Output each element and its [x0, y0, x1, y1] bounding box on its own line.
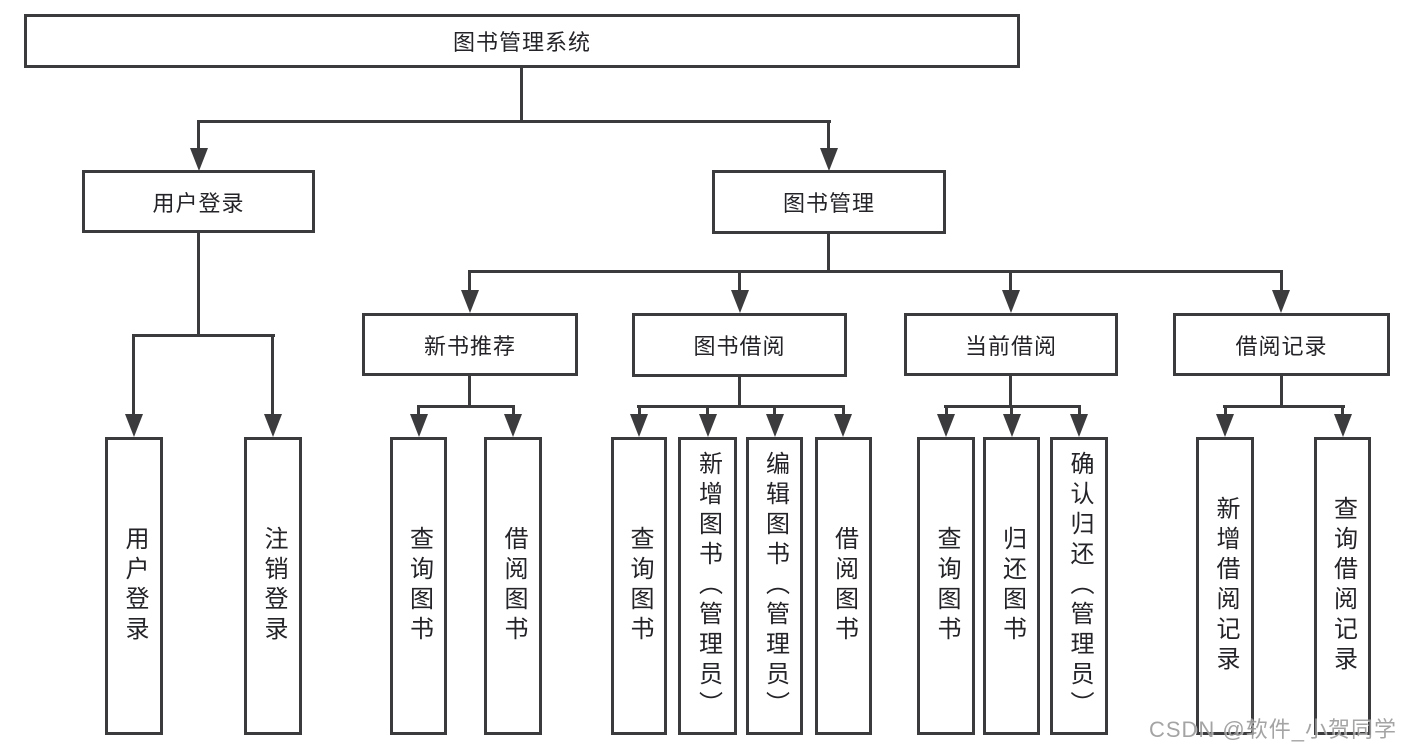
leaf-logout-label: 注销登录	[260, 526, 287, 646]
connector-line	[197, 120, 200, 148]
node-borrow-records-label: 借阅记录	[1235, 333, 1328, 359]
leaf-bb-add-books-label: 新增图书（管理员）	[694, 451, 722, 721]
connector-line	[945, 405, 948, 414]
arrowhead-icon	[461, 290, 479, 313]
leaf-user-login: 用户登录	[105, 437, 163, 735]
arrowhead-icon	[1070, 414, 1088, 437]
leaf-bb-borrow-books-label: 借阅图书	[830, 526, 858, 646]
leaf-nbr-query-books-label: 查询图书	[405, 526, 433, 646]
arrowhead-icon	[1003, 414, 1021, 437]
node-borrow-records: 借阅记录	[1173, 313, 1390, 376]
node-current-borrow: 当前借阅	[904, 313, 1118, 376]
leaf-bb-query-books-label: 查询图书	[626, 526, 653, 646]
connector-line	[773, 405, 776, 414]
arrowhead-icon	[766, 414, 784, 437]
node-root-label: 图书管理系统	[452, 30, 591, 55]
leaf-logout: 注销登录	[244, 437, 302, 735]
connector-line	[271, 334, 274, 414]
node-book-mgmt: 图书管理	[712, 170, 946, 234]
leaf-bb-add-books: 新增图书（管理员）	[678, 437, 737, 735]
leaf-br-query-record: 查询借阅记录	[1314, 437, 1371, 735]
leaf-nbr-query-books: 查询图书	[390, 437, 447, 735]
leaf-bb-edit-books: 编辑图书（管理员）	[746, 437, 803, 735]
leaf-nbr-borrow-books: 借阅图书	[484, 437, 542, 735]
arrowhead-icon	[699, 414, 717, 437]
connector-line	[468, 376, 471, 407]
leaf-br-add-record: 新增借阅记录	[1196, 437, 1254, 735]
connector-line	[1010, 405, 1013, 414]
arrowhead-icon	[630, 414, 648, 437]
node-book-borrow-label: 图书借阅	[693, 334, 786, 359]
connector-line	[738, 377, 741, 407]
leaf-cb-return-books-label: 归还图书	[998, 526, 1026, 646]
connector-line	[1280, 270, 1283, 290]
arrowhead-icon	[410, 414, 428, 437]
arrowhead-icon	[937, 414, 955, 437]
connector-line	[638, 405, 641, 414]
node-current-borrow-label: 当前借阅	[964, 333, 1057, 359]
arrowhead-icon	[731, 290, 749, 313]
connector-line	[1009, 270, 1012, 290]
node-book-mgmt-label: 图书管理	[782, 191, 875, 216]
node-user-login: 用户登录	[82, 170, 315, 233]
arrowhead-icon	[1002, 290, 1020, 313]
connector-line	[1224, 405, 1227, 414]
connector-line	[1223, 405, 1345, 408]
connector-line	[827, 120, 830, 148]
connector-line	[827, 234, 830, 272]
arrowhead-icon	[1272, 290, 1290, 313]
node-user-login-label: 用户登录	[152, 190, 245, 216]
arrowhead-icon	[264, 414, 282, 437]
connector-line	[417, 405, 515, 408]
connector-line	[1078, 405, 1081, 414]
connector-line	[1009, 376, 1012, 407]
leaf-cb-confirm-return: 确认归还（管理员）	[1050, 437, 1108, 735]
connector-line	[132, 334, 275, 337]
connector-line	[197, 233, 200, 336]
leaf-cb-query-books: 查询图书	[917, 437, 975, 735]
connector-line	[842, 405, 845, 414]
connector-line	[512, 405, 515, 414]
leaf-bb-query-books: 查询图书	[611, 437, 667, 735]
connector-line	[520, 68, 523, 122]
arrowhead-icon	[1334, 414, 1352, 437]
leaf-bb-edit-books-label: 编辑图书（管理员）	[761, 451, 789, 721]
leaf-br-query-record-label: 查询借阅记录	[1329, 496, 1357, 676]
leaf-cb-query-books-label: 查询图书	[933, 526, 960, 646]
connector-line	[417, 405, 420, 414]
connector-line	[738, 270, 741, 290]
connector-line	[468, 270, 1283, 273]
connector-line	[706, 405, 709, 414]
connector-line	[132, 334, 135, 414]
arrowhead-icon	[1216, 414, 1234, 437]
arrowhead-icon	[504, 414, 522, 437]
arrowhead-icon	[834, 414, 852, 437]
leaf-bb-borrow-books: 借阅图书	[815, 437, 872, 735]
connector-line	[1280, 376, 1283, 407]
csdn-watermark: CSDN @软件_小贺同学	[1148, 717, 1397, 742]
leaf-cb-confirm-return-label: 确认归还（管理员）	[1066, 451, 1093, 721]
node-new-book-rec: 新书推荐	[362, 313, 578, 376]
node-root: 图书管理系统	[24, 14, 1020, 68]
connector-line	[637, 405, 845, 408]
connector-line	[1341, 405, 1344, 414]
arrowhead-icon	[820, 148, 838, 171]
leaf-br-add-record-label: 新增借阅记录	[1212, 496, 1239, 676]
connector-line	[468, 270, 471, 290]
arrowhead-icon	[190, 148, 208, 171]
leaf-nbr-borrow-books-label: 借阅图书	[500, 526, 527, 646]
node-book-borrow: 图书借阅	[632, 313, 847, 377]
connector-line	[197, 120, 831, 123]
node-new-book-rec-label: 新书推荐	[423, 333, 516, 359]
arrowhead-icon	[125, 414, 143, 437]
leaf-cb-return-books: 归还图书	[983, 437, 1040, 735]
leaf-user-login-label: 用户登录	[121, 526, 148, 646]
